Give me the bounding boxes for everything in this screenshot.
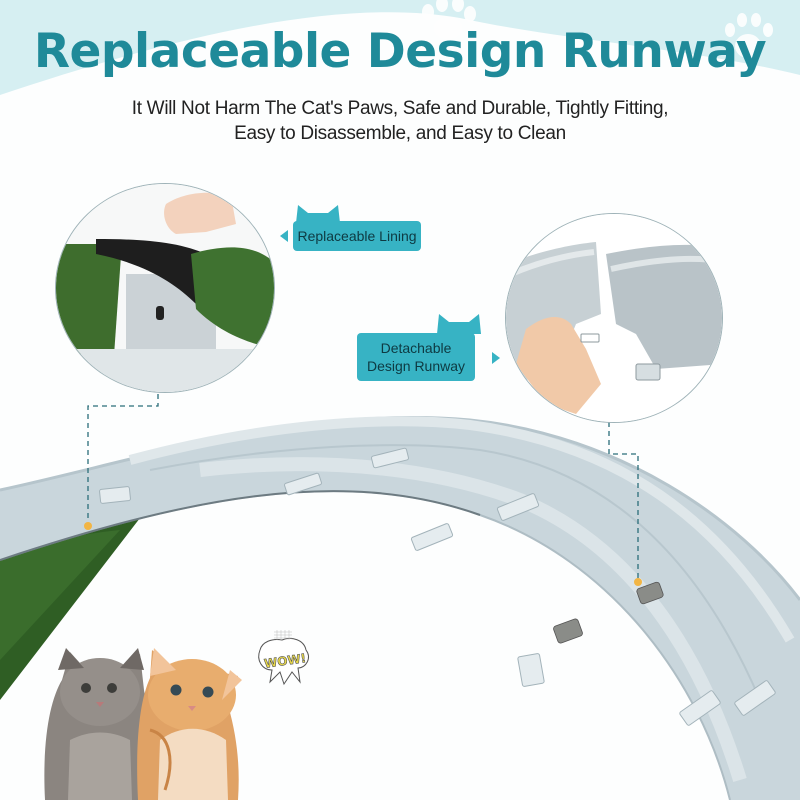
- arrow-pointer-icon: [492, 352, 500, 364]
- subtitle-line-1: It Will Not Harm The Cat's Paws, Safe an…: [131, 98, 669, 119]
- detachable-runway-tag: Detachable Design Runway: [357, 333, 475, 381]
- marker-dot: [634, 578, 642, 586]
- replaceable-lining-label: Replaceable Lining: [297, 228, 417, 244]
- subtitle-line-2: Easy to Disassemble, and Easy to Clean: [234, 123, 566, 144]
- cat-ears-icon: [437, 314, 481, 334]
- runway-detail-circle: [505, 213, 723, 423]
- marker-dot: [84, 522, 92, 530]
- page-title: Replaceable Design Runway: [33, 24, 767, 79]
- lining-detail-circle: [55, 183, 275, 393]
- replaceable-lining-tag: Replaceable Lining: [293, 221, 421, 251]
- detachable-runway-label-line-2: Design Runway: [366, 358, 466, 374]
- header-wave-background: [0, 0, 800, 95]
- lining-detail-image: [56, 184, 274, 392]
- arrow-pointer-icon: [280, 230, 288, 242]
- paw-print-icon: [725, 13, 773, 58]
- burst-icon: [258, 630, 309, 686]
- orange-kitten: [137, 648, 242, 800]
- runway-detail-image: [506, 214, 722, 422]
- paw-print-icon: [422, 0, 476, 39]
- grey-kitten: [44, 648, 150, 800]
- cat-ears-icon: [296, 205, 340, 223]
- wow-sticker: WOW!: [252, 628, 314, 690]
- detachable-runway-label-line-1: Detachable: [380, 340, 452, 356]
- subtitle: It Will Not Harm The Cat's Paws, Safe an…: [0, 96, 800, 146]
